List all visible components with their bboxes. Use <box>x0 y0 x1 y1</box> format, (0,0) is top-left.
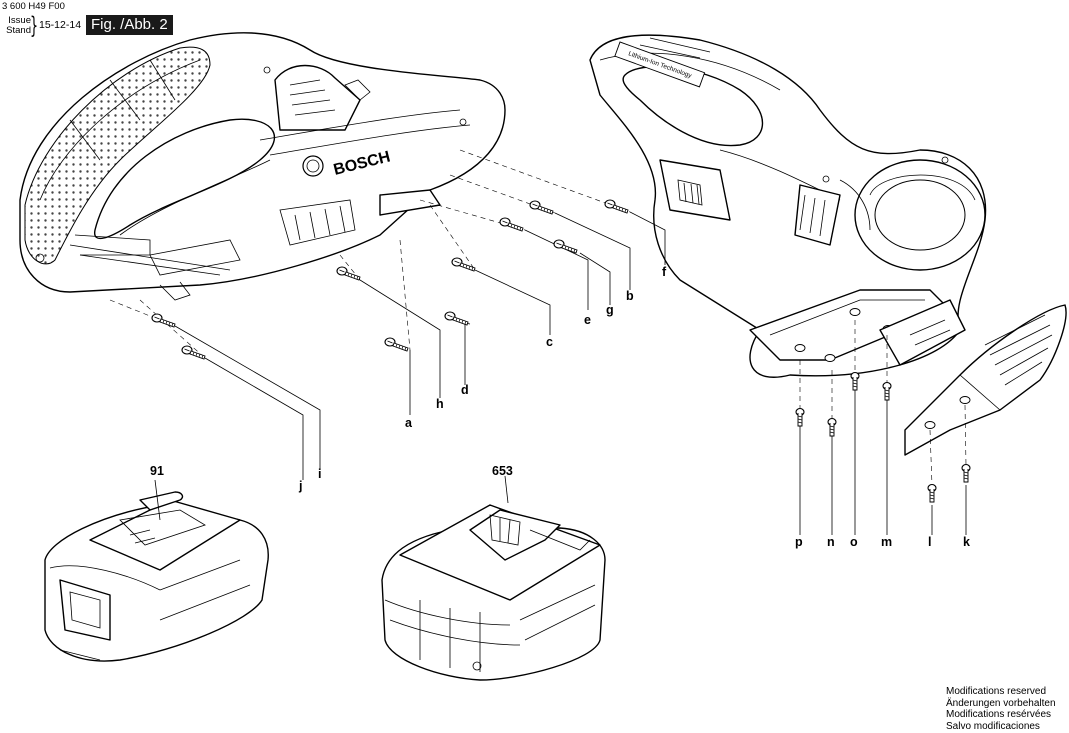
callout-g: g <box>606 303 614 317</box>
callout-k: k <box>963 535 970 549</box>
issue-label-de: Stand <box>6 25 31 36</box>
callout-b: b <box>626 289 634 303</box>
callout-j: j <box>298 479 302 493</box>
callout-labels: a b c d e f g h i j k l m n o p 91 653 <box>150 265 970 549</box>
modifications-line-fr: Modifications resérvées <box>946 709 1052 720</box>
figure-label: Fig. /Abb. 2 <box>86 15 173 35</box>
right-housing-shell: Lithium-Ion Technology <box>589 34 987 378</box>
left-housing-shell: BOSCH <box>19 32 506 301</box>
callout-m: m <box>881 535 892 549</box>
modifications-notice: Modifications reserved Änderungen vorbeh… <box>946 686 1056 732</box>
callout-battery: 91 <box>150 464 164 478</box>
callout-o: o <box>850 535 858 549</box>
callout-a: a <box>405 416 413 430</box>
battery-pack-drawing <box>44 491 269 662</box>
brace-glyph: } <box>30 13 39 39</box>
callout-e: e <box>584 313 591 327</box>
document-number: 3 600 H49 F00 <box>2 1 65 12</box>
issue-label: Issue Stand <box>4 16 31 36</box>
callout-c: c <box>546 335 553 349</box>
callout-d: d <box>461 383 469 397</box>
charger-drawing <box>381 504 606 681</box>
blade-cover <box>904 304 1067 456</box>
modifications-line-es: Salvo modificaciones <box>946 720 1040 732</box>
leader-lines <box>109 149 967 535</box>
callout-l: l <box>928 535 931 549</box>
callout-charger: 653 <box>492 464 513 478</box>
callout-p: p <box>795 535 803 549</box>
issue-label-en: Issue <box>8 15 31 26</box>
callout-n: n <box>827 535 835 549</box>
callout-i: i <box>318 467 321 481</box>
modifications-line-en: Modifications reserved <box>946 686 1047 697</box>
issue-date: 15-12-14 <box>39 19 82 31</box>
modifications-line-de: Änderungen vorbehalten <box>946 697 1056 709</box>
callout-h: h <box>436 397 444 411</box>
callout-f: f <box>662 265 667 279</box>
